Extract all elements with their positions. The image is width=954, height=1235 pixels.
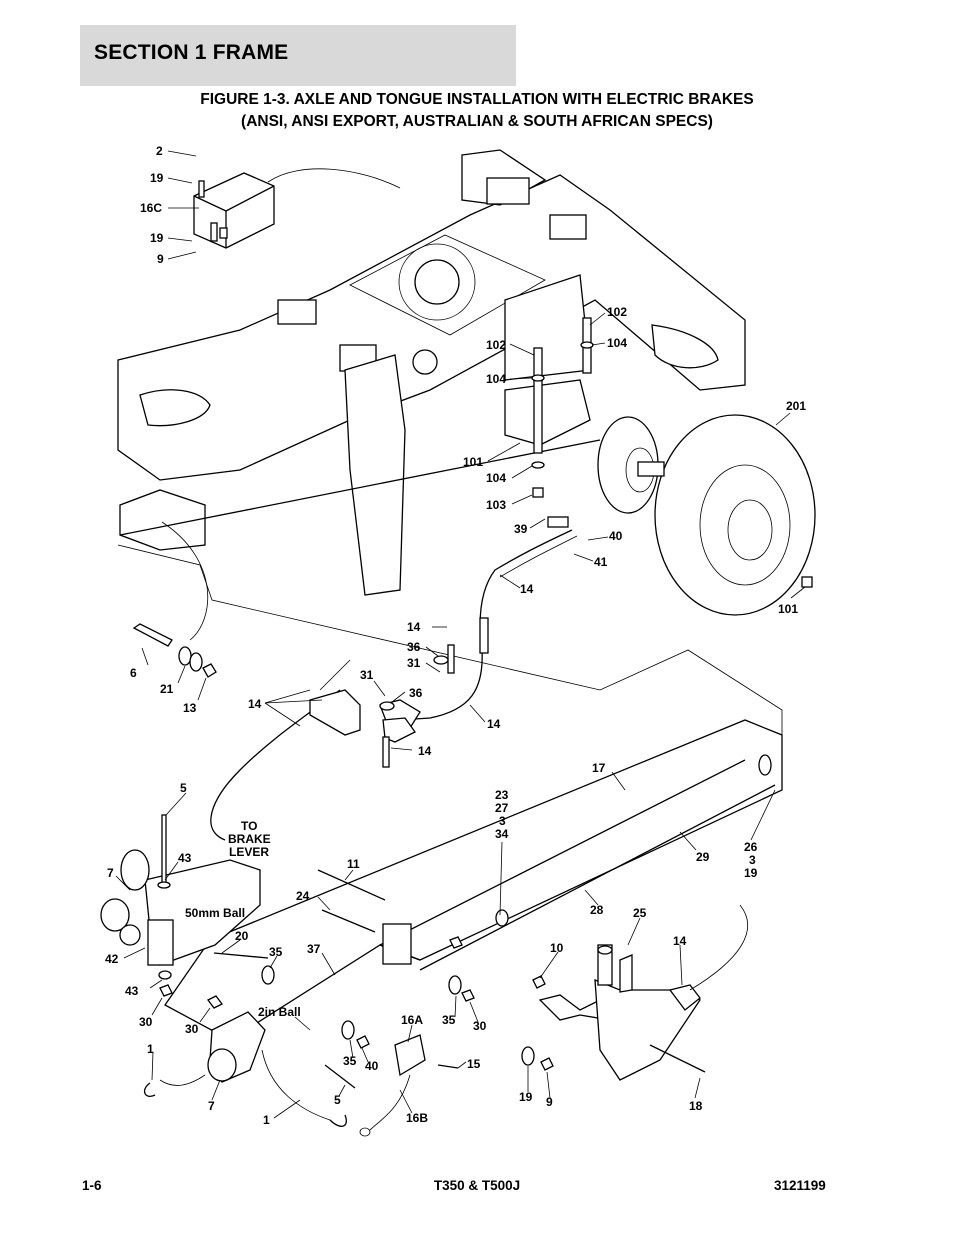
callout-36: 36 [409,686,423,700]
callout-40: 40 [609,529,623,543]
brake-control-box [193,168,401,249]
callout-14: 14 [673,934,687,948]
coupler-50mm [100,814,261,966]
footer-page-number: 1-6 [82,1178,102,1193]
callout-23: 23 [495,788,509,802]
callout-9: 9 [546,1095,553,1109]
callout-14: 14 [418,744,432,758]
callout-102: 102 [486,338,506,352]
small-hardware-left [132,623,455,768]
callout-21: 21 [160,682,174,696]
footer-doc-number: 3121199 [774,1178,826,1193]
callout-1: 1 [263,1113,270,1127]
callout-19: 19 [744,866,758,880]
callout-26: 26 [744,840,758,854]
brake-lever-assembly [521,904,749,1081]
callout-14: 14 [248,697,262,711]
callout-101: 101 [463,455,483,469]
callout-24: 24 [296,889,310,903]
callout-31: 31 [360,668,374,682]
callout-3: 3 [499,814,506,828]
callout-104: 104 [486,372,506,386]
callout-5: 5 [180,781,187,795]
callout-201: 201 [786,399,806,413]
callout-28: 28 [590,903,604,917]
callout-42: 42 [105,952,119,966]
callout-40: 40 [365,1059,379,1073]
callout-34: 34 [495,827,509,841]
callout-104: 104 [607,336,627,350]
tongue-hardware [158,869,475,1137]
callout-11: 11 [347,857,360,871]
section-header: SECTION 1 FRAME [80,25,516,86]
callout-19: 19 [150,171,164,185]
callout-30: 30 [185,1022,199,1036]
callout-31: 31 [407,656,421,670]
callout-43: 43 [125,984,139,998]
tongue-beam [164,719,783,1041]
callout-5: 5 [334,1093,341,1107]
note-2in-ball: 2in Ball [258,1005,301,1019]
callout-41: 41 [594,555,608,569]
note-brake: BRAKE [228,832,271,846]
callout-9: 9 [157,252,164,266]
wheel-and-hub [597,414,816,616]
callout-17: 17 [592,761,606,775]
ball-coupler-2in [143,1011,347,1127]
figure-title-line2: (ANSI, ANSI EXPORT, AUSTRALIAN & SOUTH A… [241,113,713,130]
callout-3: 3 [749,853,756,867]
brake-wiring [161,516,578,841]
axle-u-bolts [531,317,594,498]
callout-2: 2 [156,144,163,158]
callout-36: 36 [407,640,421,654]
callout-14: 14 [520,582,534,596]
callout-16b: 16B [406,1111,428,1125]
callout-101: 101 [778,602,798,616]
callout-labels: 2 19 16C 19 9 102 104 102 104 201 101 10… [105,144,806,1127]
callout-15: 15 [467,1057,481,1071]
callout-14: 14 [407,620,421,634]
figure-title-line1: FIGURE 1-3. AXLE AND TONGUE INSTALLATION… [200,91,754,108]
callout-35: 35 [269,945,283,959]
footer-model: T350 & T500J [433,1178,521,1193]
leader-lines [115,150,806,1119]
callout-103: 103 [486,498,506,512]
section-title: SECTION 1 FRAME [94,41,289,64]
callout-37: 37 [307,942,321,956]
main-frame [117,149,783,735]
note-lever: LEVER [229,845,269,859]
callout-20: 20 [235,929,249,943]
callout-14: 14 [487,717,501,731]
note-to: TO [241,819,257,833]
callout-18: 18 [689,1099,703,1113]
callout-43: 43 [178,851,192,865]
callout-29: 29 [696,850,710,864]
callout-25: 25 [633,906,647,920]
callout-10: 10 [550,941,564,955]
callout-102: 102 [607,305,627,319]
callout-30: 30 [473,1019,487,1033]
callout-19: 19 [519,1090,533,1104]
callout-35: 35 [343,1054,357,1068]
callout-1: 1 [147,1042,154,1056]
callout-16c: 16C [140,201,162,215]
callout-39: 39 [514,522,528,536]
callout-6: 6 [130,666,137,680]
callout-7: 7 [107,866,114,880]
callout-13: 13 [183,701,197,715]
callout-16a: 16A [401,1013,423,1027]
callout-35: 35 [442,1013,456,1027]
callout-104: 104 [486,471,506,485]
callout-30: 30 [139,1015,153,1029]
callout-7: 7 [208,1099,215,1113]
callout-27: 27 [495,801,509,815]
note-50mm-ball: 50mm Ball [185,906,245,920]
callout-19: 19 [150,231,164,245]
